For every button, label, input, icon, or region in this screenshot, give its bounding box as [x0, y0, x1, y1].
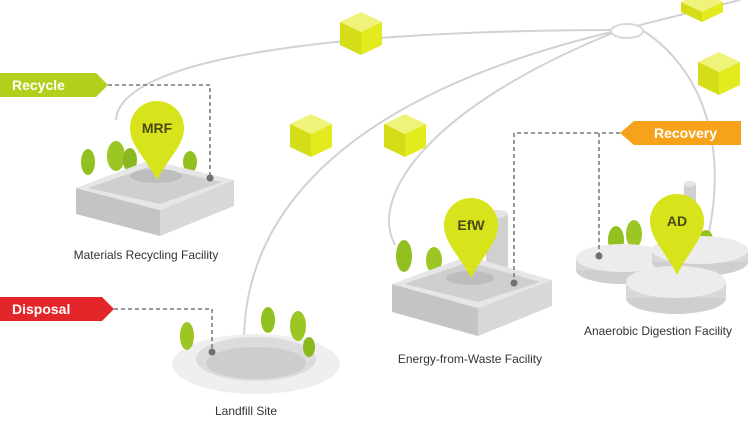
cube-2: [290, 114, 332, 157]
cube-4: [698, 52, 740, 95]
recycle-tag: Recycle: [0, 73, 108, 97]
efw-caption: Energy-from-Waste Facility: [398, 352, 542, 366]
mrf-pin: MRF: [130, 101, 184, 180]
ad-pin: AD: [650, 194, 704, 275]
efw-pin-label: EfW: [457, 217, 485, 233]
recovery-tag-label: Recovery: [654, 125, 717, 141]
efw-pin: EfW: [444, 198, 498, 278]
landfill-facility: [172, 307, 340, 394]
route-lines: [115, 0, 741, 341]
mrf-pin-label: MRF: [142, 120, 173, 136]
landfill-caption: Landfill Site: [215, 404, 277, 418]
cube-1: [340, 12, 382, 55]
efw-facility: [392, 210, 552, 336]
ad-facility: [576, 181, 748, 314]
leader-lines: [108, 84, 620, 352]
disposal-tag-label: Disposal: [12, 301, 70, 317]
mrf-facility: [76, 141, 234, 236]
ad-caption: Anaerobic Digestion Facility: [584, 324, 732, 338]
recycle-tag-label: Recycle: [12, 77, 65, 93]
cube-5: [681, 0, 723, 22]
cube-3: [384, 114, 426, 157]
disposal-tag: Disposal: [0, 297, 114, 321]
mrf-caption: Materials Recycling Facility: [74, 248, 219, 262]
ad-pin-label: AD: [667, 213, 687, 229]
leader-dots: [206, 174, 603, 356]
recovery-tag: Recovery: [620, 121, 741, 145]
